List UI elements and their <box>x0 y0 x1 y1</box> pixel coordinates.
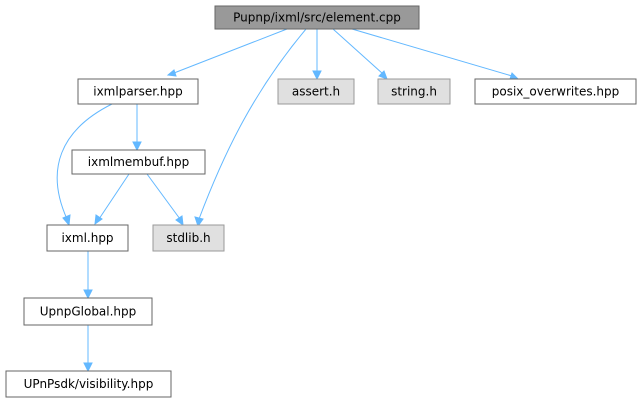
edge-arrowhead <box>166 69 177 77</box>
node-local[interactable]: UPnPsdk/visibility.hpp <box>5 370 172 398</box>
node-label: UPnPsdk/visibility.hpp <box>24 377 154 391</box>
edge-arrowhead <box>62 214 71 227</box>
node-external: stdlib.h <box>152 224 225 252</box>
node-local[interactable]: ixmlmembuf.hpp <box>71 149 206 175</box>
edge-line <box>56 103 113 220</box>
edge-n5-n6 <box>94 173 130 226</box>
edge-n5-n7 <box>146 173 184 227</box>
node-external: string.h <box>377 78 451 105</box>
edge-n0-n7 <box>194 28 307 228</box>
node-label: string.h <box>391 85 437 99</box>
edges-layer <box>56 28 520 373</box>
node-box <box>71 149 206 175</box>
edge-arrowhead <box>132 141 142 152</box>
node-label: ixml.hpp <box>61 231 113 245</box>
edge-n0-n3 <box>332 28 388 80</box>
nodes-layer: Pupnp/ixml/src/element.cpp ixmlparser.hpp… <box>5 5 637 398</box>
node-local[interactable]: ixml.hpp <box>46 224 129 252</box>
node-label: posix_overwrites.hpp <box>492 85 619 99</box>
edge-n0-n2 <box>312 29 322 81</box>
node-label: ixmlmembuf.hpp <box>88 155 189 169</box>
node-root[interactable]: Pupnp/ixml/src/element.cpp <box>214 5 420 30</box>
edge-line <box>198 28 307 220</box>
node-box <box>77 78 199 105</box>
node-box <box>377 78 451 105</box>
edge-line <box>332 28 384 75</box>
node-box <box>152 224 225 252</box>
node-box <box>5 370 172 398</box>
node-label: ixmlparser.hpp <box>93 85 182 99</box>
node-local[interactable]: UpnpGlobal.hpp <box>23 297 153 326</box>
edge-arrowhead <box>378 70 388 80</box>
edge-arrowhead <box>83 362 93 373</box>
node-label: assert.h <box>292 85 340 99</box>
node-box <box>46 224 129 252</box>
node-box <box>474 78 637 105</box>
node-local[interactable]: ixmlparser.hpp <box>77 78 199 105</box>
edge-arrowhead <box>509 72 520 80</box>
edge-n8-n9 <box>83 325 93 373</box>
edge-n0-n1 <box>166 28 288 77</box>
edge-n0-n4 <box>351 28 520 80</box>
node-external: assert.h <box>277 78 355 105</box>
edge-line <box>351 28 513 77</box>
edge-n1-n6 <box>56 103 113 227</box>
edge-arrowhead <box>194 216 204 228</box>
node-box <box>23 297 153 326</box>
edge-arrowhead <box>312 70 322 81</box>
node-label: stdlib.h <box>166 231 210 245</box>
edge-line <box>173 28 288 74</box>
node-label: Pupnp/ixml/src/element.cpp <box>233 11 401 25</box>
edge-arrowhead <box>83 289 93 300</box>
edge-n6-n8 <box>83 251 93 300</box>
node-label: UpnpGlobal.hpp <box>40 305 137 319</box>
edge-arrowhead <box>175 215 184 227</box>
node-local[interactable]: posix_overwrites.hpp <box>474 78 637 105</box>
node-box <box>277 78 355 105</box>
edge-line <box>146 173 181 220</box>
node-box <box>214 5 420 30</box>
edge-line <box>98 173 130 220</box>
edge-n1-n5 <box>132 104 142 152</box>
edge-arrowhead <box>94 214 103 226</box>
